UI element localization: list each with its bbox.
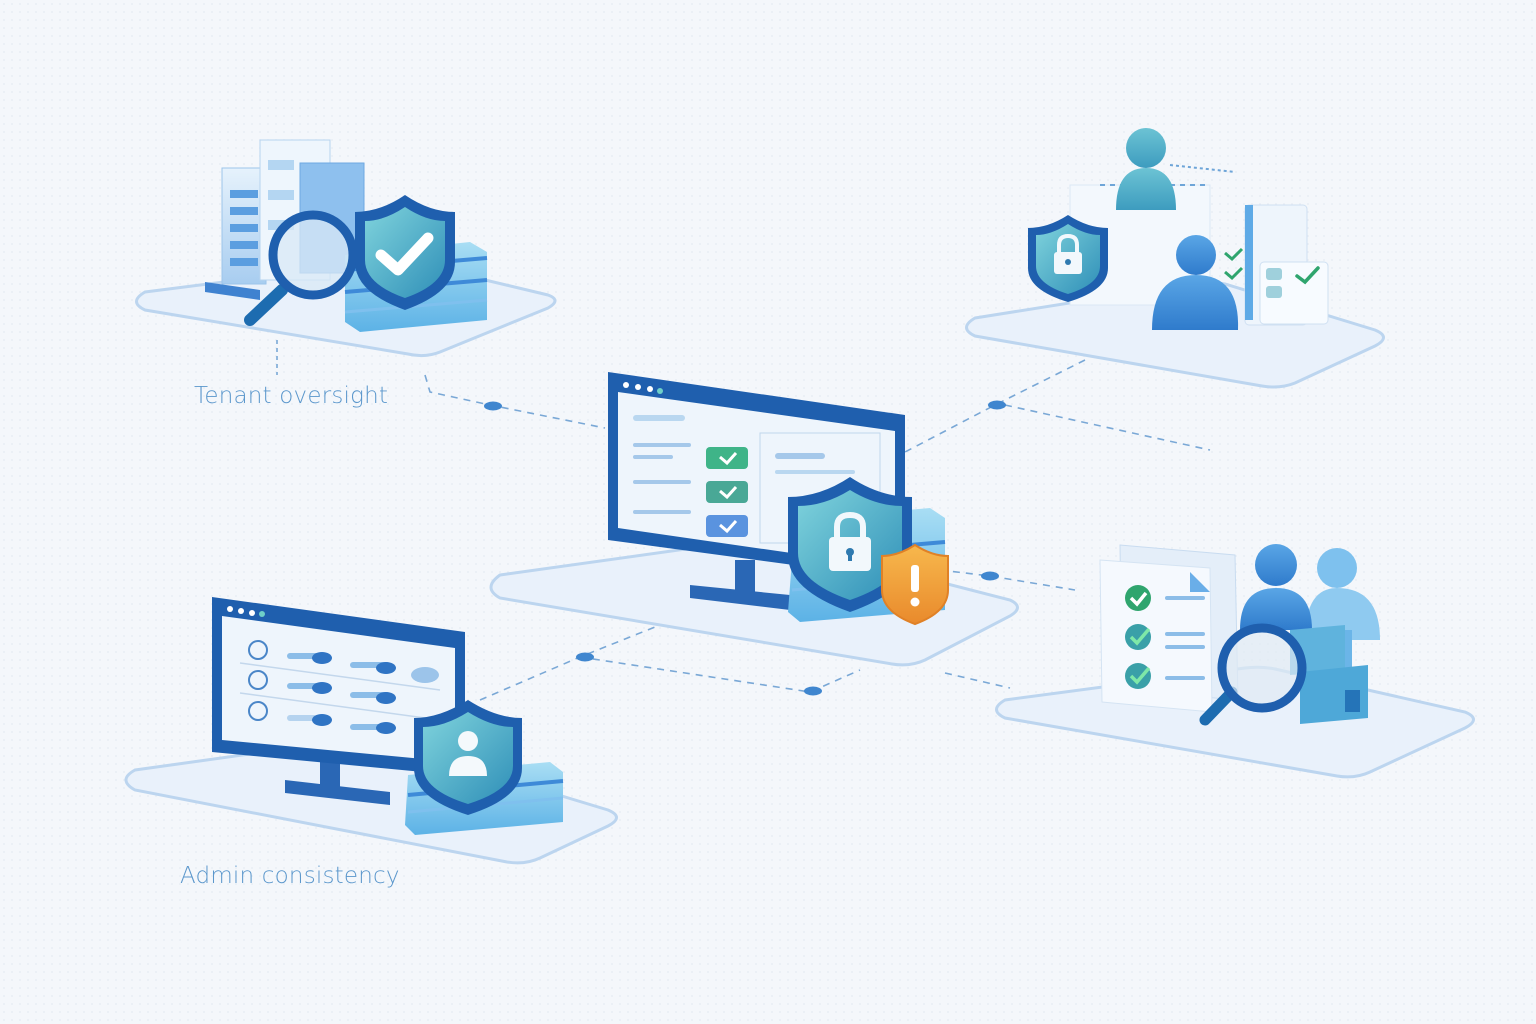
node-admin-consistency [124, 597, 618, 865]
shield-check-icon [355, 195, 455, 310]
connector-admin-central [479, 624, 661, 701]
document-checklist-icon [1099, 544, 1239, 713]
connector-admin-audit [579, 656, 861, 693]
shield-lock-icon [1028, 215, 1108, 302]
user-icon [1152, 235, 1239, 330]
connector-audit-bottom [944, 672, 1011, 689]
connector-identity-right [1004, 404, 1211, 451]
connector-central-audit [939, 569, 1076, 591]
connector-tenant-central [424, 374, 606, 429]
node-identity-access [965, 128, 1385, 389]
user-icon [1240, 544, 1312, 630]
magnifier-icon [244, 210, 358, 326]
node-tenant-oversight [135, 139, 557, 358]
node-central-console [489, 372, 1019, 667]
check-toggle-icon [706, 447, 748, 537]
clipboard-checklist-icon [1224, 204, 1329, 326]
connector-nodes [484, 400, 1006, 696]
warning-shield-icon [881, 543, 949, 626]
user-icon [1116, 128, 1176, 210]
magnifier-icon [1199, 623, 1307, 726]
slider-settings-icon [239, 640, 441, 734]
label-tenant-oversight: Tenant oversight [194, 383, 389, 409]
node-audit-review [995, 544, 1475, 779]
monitor-icon [212, 597, 465, 805]
label-admin-consistency: Admin consistency [180, 863, 400, 889]
shield-user-icon [414, 700, 522, 815]
